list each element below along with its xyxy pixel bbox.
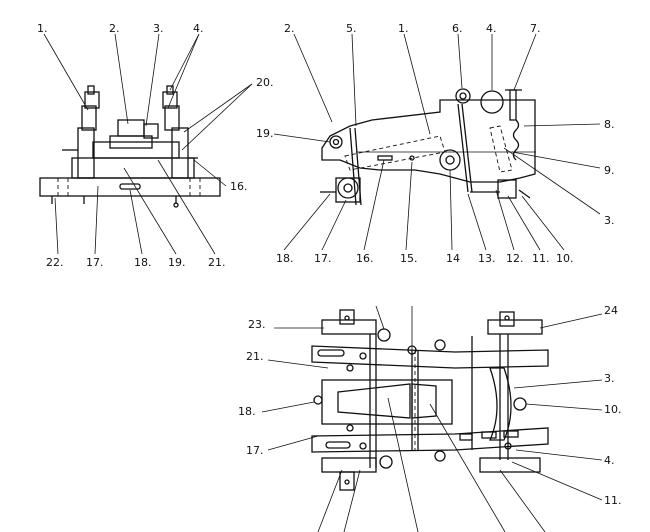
end-view-center-block	[92, 141, 180, 159]
callout-end-16: 16.	[230, 180, 248, 193]
callout-plan-3: 3.	[604, 372, 615, 385]
plan-axle-top-right	[487, 319, 543, 335]
callout-side-13: 13.	[478, 252, 496, 265]
callout-plan-18: 18.	[238, 405, 256, 418]
end-view-central-block	[117, 119, 145, 137]
end-view	[39, 85, 221, 208]
callout-plan-11: 11.	[604, 494, 622, 507]
side-view-boss-4	[480, 90, 504, 114]
callout-end-2: 2.	[109, 22, 120, 35]
side-view-pivot	[329, 135, 343, 149]
callout-side-19: 19.	[256, 127, 274, 140]
side-view-eye-6	[455, 88, 471, 104]
end-view-base-rail	[39, 177, 221, 197]
side-view-roller	[439, 149, 461, 171]
plan-center-body	[321, 379, 453, 425]
end-view-left-post	[77, 127, 95, 179]
callout-plan-10: 10.	[604, 403, 622, 416]
callout-side-7: 7.	[530, 22, 541, 35]
end-view-slot	[119, 183, 141, 190]
plan-bracket-3	[489, 367, 512, 441]
callout-end-4: 4.	[193, 22, 204, 35]
callout-plan-4: 4.	[604, 454, 615, 467]
callout-side-4: 4.	[486, 22, 497, 35]
callout-end-17: 17.	[86, 256, 104, 269]
end-view-lower-body	[71, 157, 195, 179]
plan-axle-top-left	[321, 319, 377, 335]
callout-end-3: 3.	[153, 22, 164, 35]
callout-side-17: 17.	[314, 252, 332, 265]
callout-side-15: 15.	[400, 252, 418, 265]
plan-rail-top	[311, 345, 549, 369]
callout-end-18: 18.	[134, 256, 152, 269]
side-view	[320, 88, 536, 206]
callout-end-19: 19.	[168, 256, 186, 269]
callout-side-18: 18.	[276, 252, 294, 265]
callout-side-3: 3.	[604, 214, 615, 227]
plan-axle-bottom-right	[479, 457, 541, 473]
plan-axle-bottom-left	[321, 457, 377, 473]
plan-view	[311, 309, 549, 532]
callout-plan-21: 21.	[246, 350, 264, 363]
callout-side-10: 10.	[556, 252, 574, 265]
callout-side-12: 12.	[506, 252, 524, 265]
plan-rail-bottom	[311, 427, 549, 453]
callout-side-14: 14	[446, 252, 460, 265]
plan-washer-10	[513, 397, 527, 411]
callout-side-5: 5.	[346, 22, 357, 35]
callout-end-22: 22.	[46, 256, 64, 269]
callout-side-6: 6.	[452, 22, 463, 35]
end-view-right-post	[171, 127, 189, 179]
callout-side-2: 2.	[284, 22, 295, 35]
callout-side-16: 16.	[356, 252, 374, 265]
callout-plan-17: 17.	[246, 444, 264, 457]
callout-side-8: 8.	[604, 118, 615, 131]
leader-lines	[43, 33, 603, 501]
callout-side-11: 11.	[532, 252, 550, 265]
callout-end-21: 21.	[208, 256, 226, 269]
callout-side-9: 9.	[604, 164, 615, 177]
callout-side-1: 1.	[398, 22, 409, 35]
side-view-slot	[377, 155, 393, 161]
callout-end-20: 20.	[256, 76, 274, 89]
callout-plan-24: 24	[604, 304, 618, 317]
callout-plan-23: 23.	[248, 318, 266, 331]
side-view-chain	[512, 119, 520, 161]
side-view-hook-block	[497, 179, 517, 199]
callout-end-1: 1.	[37, 22, 48, 35]
callout-labels: 1. 2. 3. 4. 20. 16. 22. 17. 18. 19. 21. …	[37, 22, 622, 507]
